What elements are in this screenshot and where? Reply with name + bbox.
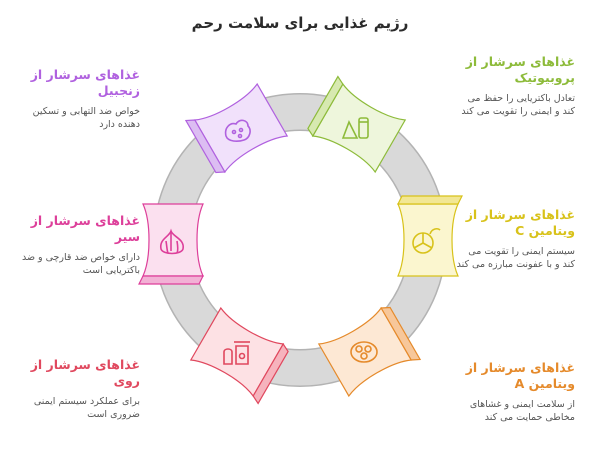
citrus-icon: [412, 228, 441, 254]
label-garlic-title: غذاهای سرشار از سیر: [30, 213, 140, 244]
label-zinc: غذاهای سرشار از روی برای عملکرد سیستم ای…: [20, 357, 140, 421]
label-garlic: غذاهای سرشار از سیر دارای خواص ضد قارچی …: [20, 213, 140, 277]
segment-vitamin-c: [397, 195, 463, 277]
label-vitamin-a-desc: از سلامت ایمنی و غشاهای مخاطی حمایت می ک…: [469, 399, 575, 423]
jars-icon: [223, 341, 250, 365]
segment-garlic: [138, 203, 204, 285]
label-vitamin-c-desc: سیستم ایمنی را تقویت می کند و با عفونت م…: [456, 246, 575, 270]
label-vitamin-c-title: غذاهای سرشار از ویتامین C: [465, 207, 575, 238]
label-zinc-desc: برای عملکرد سیستم ایمنی ضروری است: [33, 396, 140, 420]
label-ginger-title: غذاهای سرشار از زنجبیل: [30, 67, 140, 98]
label-vitamin-c: غذاهای سرشار از ویتامین C سیستم ایمنی را…: [455, 207, 575, 271]
label-probiotic-desc: تعادل باکتریایی را حفظ می کند و ایمنی را…: [461, 93, 575, 117]
cup-and-bottle-icon: [341, 117, 369, 139]
label-ginger-desc: خواص ضد التهابی و تسکین دهنده دارد: [32, 106, 140, 130]
page-title: رژیم غذایی برای سلامت رحم: [191, 14, 409, 32]
label-vitamin-a-title: غذاهای سرشار از ویتامین A: [465, 360, 575, 391]
garlic-icon: [159, 228, 184, 255]
segment-vitamin-a: [317, 306, 422, 398]
label-probiotic: غذاهای سرشار از پروبیوتیک تعادل باکتریای…: [455, 54, 575, 118]
label-garlic-desc: دارای خواص ضد قارچی و ضد باکتریایی است: [21, 252, 140, 276]
label-zinc-title: غذاهای سرشار از روی: [30, 357, 140, 388]
label-ginger: غذاهای سرشار از زنجبیل خواص ضد التهابی و…: [20, 67, 140, 131]
label-probiotic-title: غذاهای سرشار از پروبیوتیک: [465, 54, 575, 85]
nuts-icon: [350, 341, 378, 363]
label-vitamin-a: غذاهای سرشار از ویتامین A از سلامت ایمنی…: [455, 360, 575, 424]
ginger-icon: [224, 119, 251, 142]
segment-zinc: [189, 306, 289, 405]
